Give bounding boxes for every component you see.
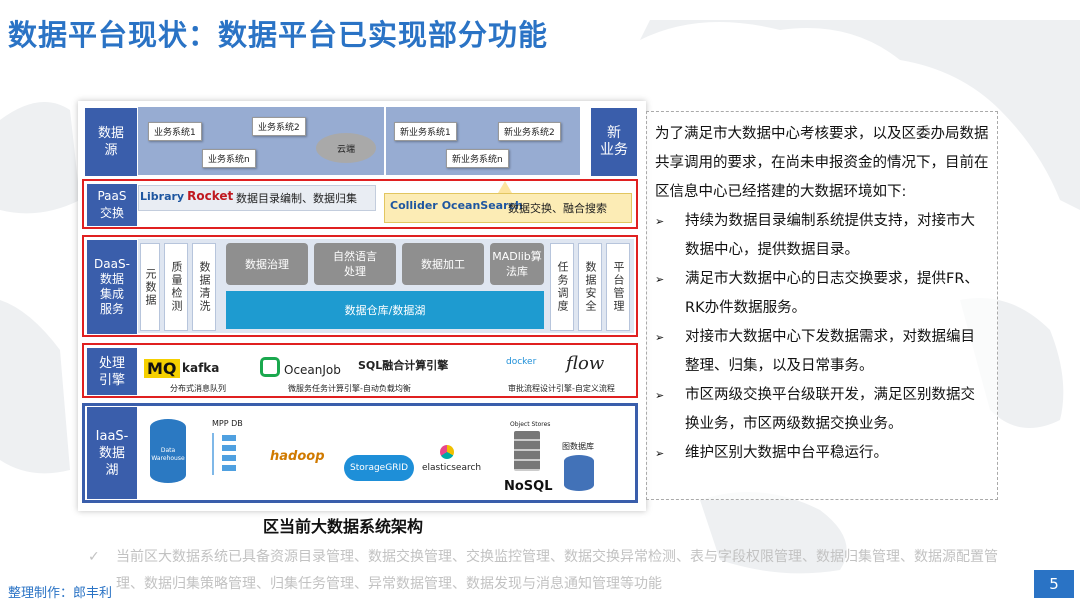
elasticsearch-icon <box>440 445 454 459</box>
paas-right-text: 数据交换、融合搜索 <box>508 202 607 215</box>
warehouse-cylinder-icon <box>150 419 186 483</box>
nosql-logo: NoSQL <box>504 479 553 494</box>
daas-security: 数据安全 <box>578 243 602 331</box>
legacy-system-2: 业务系统2 <box>252 117 306 136</box>
new-business-label: 新 业务 <box>590 107 638 177</box>
daas-platform-mgmt: 平台管理 <box>606 243 630 331</box>
hadoop-logo: hadoop <box>270 449 325 464</box>
sql-engine-text: SQL融合计算引擎 <box>358 359 449 372</box>
collider-logo: Collider OceanSearch <box>390 199 523 212</box>
bullet-item: ➢ 市区两级交换平台级联开发，满足区别数据交换业务，市区两级数据交换业务。 <box>655 381 989 439</box>
bullet-marker-icon: ➢ <box>655 273 665 286</box>
bullet-marker-icon: ➢ <box>655 389 665 402</box>
bullet-text: 持续为数据目录编制系统提供支持，对接市大数据中心，提供数据目录。 <box>685 213 975 258</box>
bullet-item: ➢ 维护区别大数据中台平稳运行。 <box>655 439 989 468</box>
new-system-n: 新业务系统n <box>446 149 509 168</box>
oceanjob-caption: 微服务任务计算引擎-自动负载均衡 <box>288 384 411 393</box>
daas-quality-check: 质量检测 <box>164 243 188 331</box>
bullet-item: ➢ 满足市大数据中心的日志交换要求，提供FR、RK办件数据服务。 <box>655 265 989 323</box>
bullet-text: 满足市大数据中心的日志交换要求，提供FR、RK办件数据服务。 <box>685 271 979 316</box>
page-title: 数据平台现状：数据平台已实现部分功能 <box>8 18 549 52</box>
collider-text: Collider <box>390 199 438 212</box>
oceansearch-text: OceanSearch <box>441 199 523 212</box>
author-credit: 整理制作：郎丰利 <box>8 586 113 601</box>
flow-caption: 审批流程设计引擎-自定义流程 <box>508 384 615 393</box>
kafka-caption: 分布式消息队列 <box>170 384 226 393</box>
bullet-item: ➢ 对接市大数据中心下发数据需求，对数据编目整理、归集，以及日常事务。 <box>655 323 989 381</box>
library-logo: Library Rocket <box>140 189 233 203</box>
legacy-system-1: 业务系统1 <box>148 122 202 141</box>
bullet-text: 对接市大数据中心下发数据需求，对数据编目整理、归集，以及日常事务。 <box>685 329 975 374</box>
paas-left-text: 数据目录编制、数据归集 <box>236 192 357 205</box>
page-number: 5 <box>1034 570 1074 598</box>
new-system-2: 新业务系统2 <box>498 122 561 141</box>
library-text: Library <box>140 189 185 203</box>
bullet-marker-icon: ➢ <box>655 447 665 460</box>
paas-oceansearch-box <box>384 193 632 223</box>
elasticsearch-logo: elasticsearch <box>422 463 482 473</box>
bullet-marker-icon: ➢ <box>655 331 665 344</box>
cloud-node: 云端 <box>316 133 376 163</box>
flow-logo: flow <box>566 353 605 374</box>
warehouse-label: Data Warehouse <box>151 447 185 462</box>
daas-governance: 数据治理 <box>226 243 308 285</box>
kafka-logo: kafka <box>182 361 220 375</box>
source-layer-label: 数据 源 <box>84 107 138 177</box>
daas-warehouse: 数据仓库/数据湖 <box>226 291 544 329</box>
legacy-system-n: 业务系统n <box>202 149 256 168</box>
mpp-db-label: MPP DB <box>212 419 243 428</box>
daas-layer-label: DaaS- 数据 集成 服务 <box>86 239 138 335</box>
new-system-1: 新业务系统1 <box>394 122 457 141</box>
daas-metadata: 元数据 <box>140 243 160 331</box>
paas-layer-label: PaaS 交换 <box>86 183 138 227</box>
description-intro: 为了满足市大数据中心考核要求，以及区委办局数据共享调用的要求，在尚未申报资金的情… <box>655 126 989 200</box>
graph-db-icon <box>564 455 594 491</box>
storagegrid-logo: StorageGRID <box>344 455 415 481</box>
iaas-frame <box>82 403 638 503</box>
daas-nlp: 自然语言 处理 <box>314 243 396 285</box>
feature-note-text: 当前区大数据系统已具备资源目录管理、数据交换管理、交换监控管理、数据交换异常检测… <box>116 549 998 592</box>
mq-logo: MQ <box>144 359 180 378</box>
daas-task-schedule: 任务调度 <box>550 243 574 331</box>
graph-db-label: 图数据库 <box>562 442 594 451</box>
feature-note: ✓ 当前区大数据系统已具备资源目录管理、数据交换管理、交换监控管理、数据交换异常… <box>88 544 1008 598</box>
mpp-node-icons <box>212 433 254 475</box>
description-panel: 为了满足市大数据中心考核要求，以及区委办局数据共享调用的要求，在尚未申报资金的情… <box>646 111 998 500</box>
oceanjob-icon <box>260 357 280 377</box>
bullet-item: ➢ 持续为数据目录编制系统提供支持，对接市大数据中心，提供数据目录。 <box>655 207 989 265</box>
bullet-marker-icon: ➢ <box>655 215 665 228</box>
bullet-text: 市区两级交换平台级联开发，满足区别数据交换业务，市区两级数据交换业务。 <box>685 387 975 432</box>
rocket-text: Rocket <box>187 189 234 203</box>
daas-processing: 数据加工 <box>402 243 484 285</box>
daas-cleansing: 数据清洗 <box>192 243 216 331</box>
docker-logo: docker <box>506 357 537 367</box>
object-stores-label: Object Stores <box>510 421 551 428</box>
engine-highlight-frame <box>82 343 638 398</box>
diagram-caption: 区当前大数据系统架构 <box>263 517 424 536</box>
nosql-server-icon <box>514 431 540 471</box>
check-icon: ✓ <box>88 549 100 565</box>
paas-library-box <box>138 185 376 211</box>
daas-highlight-frame <box>82 235 638 337</box>
oceanjob-logo: OceanJob <box>284 363 341 377</box>
source-layer: 数据 源 业务系统1 业务系统2 业务系统n 云端 新业务系统1 新业务系统2 … <box>84 107 640 177</box>
bullet-text: 维护区别大数据中台平稳运行。 <box>685 445 888 461</box>
paas-highlight-frame <box>82 179 638 229</box>
daas-madlib: MADlib算 法库 <box>490 243 544 285</box>
iaas-layer-label: IaaS- 数据 湖 <box>87 407 137 499</box>
up-arrow-icon <box>498 181 512 193</box>
engine-layer-label: 处理 引擎 <box>86 347 138 396</box>
architecture-diagram: 数据 源 业务系统1 业务系统2 业务系统n 云端 新业务系统1 新业务系统2 … <box>78 101 646 511</box>
